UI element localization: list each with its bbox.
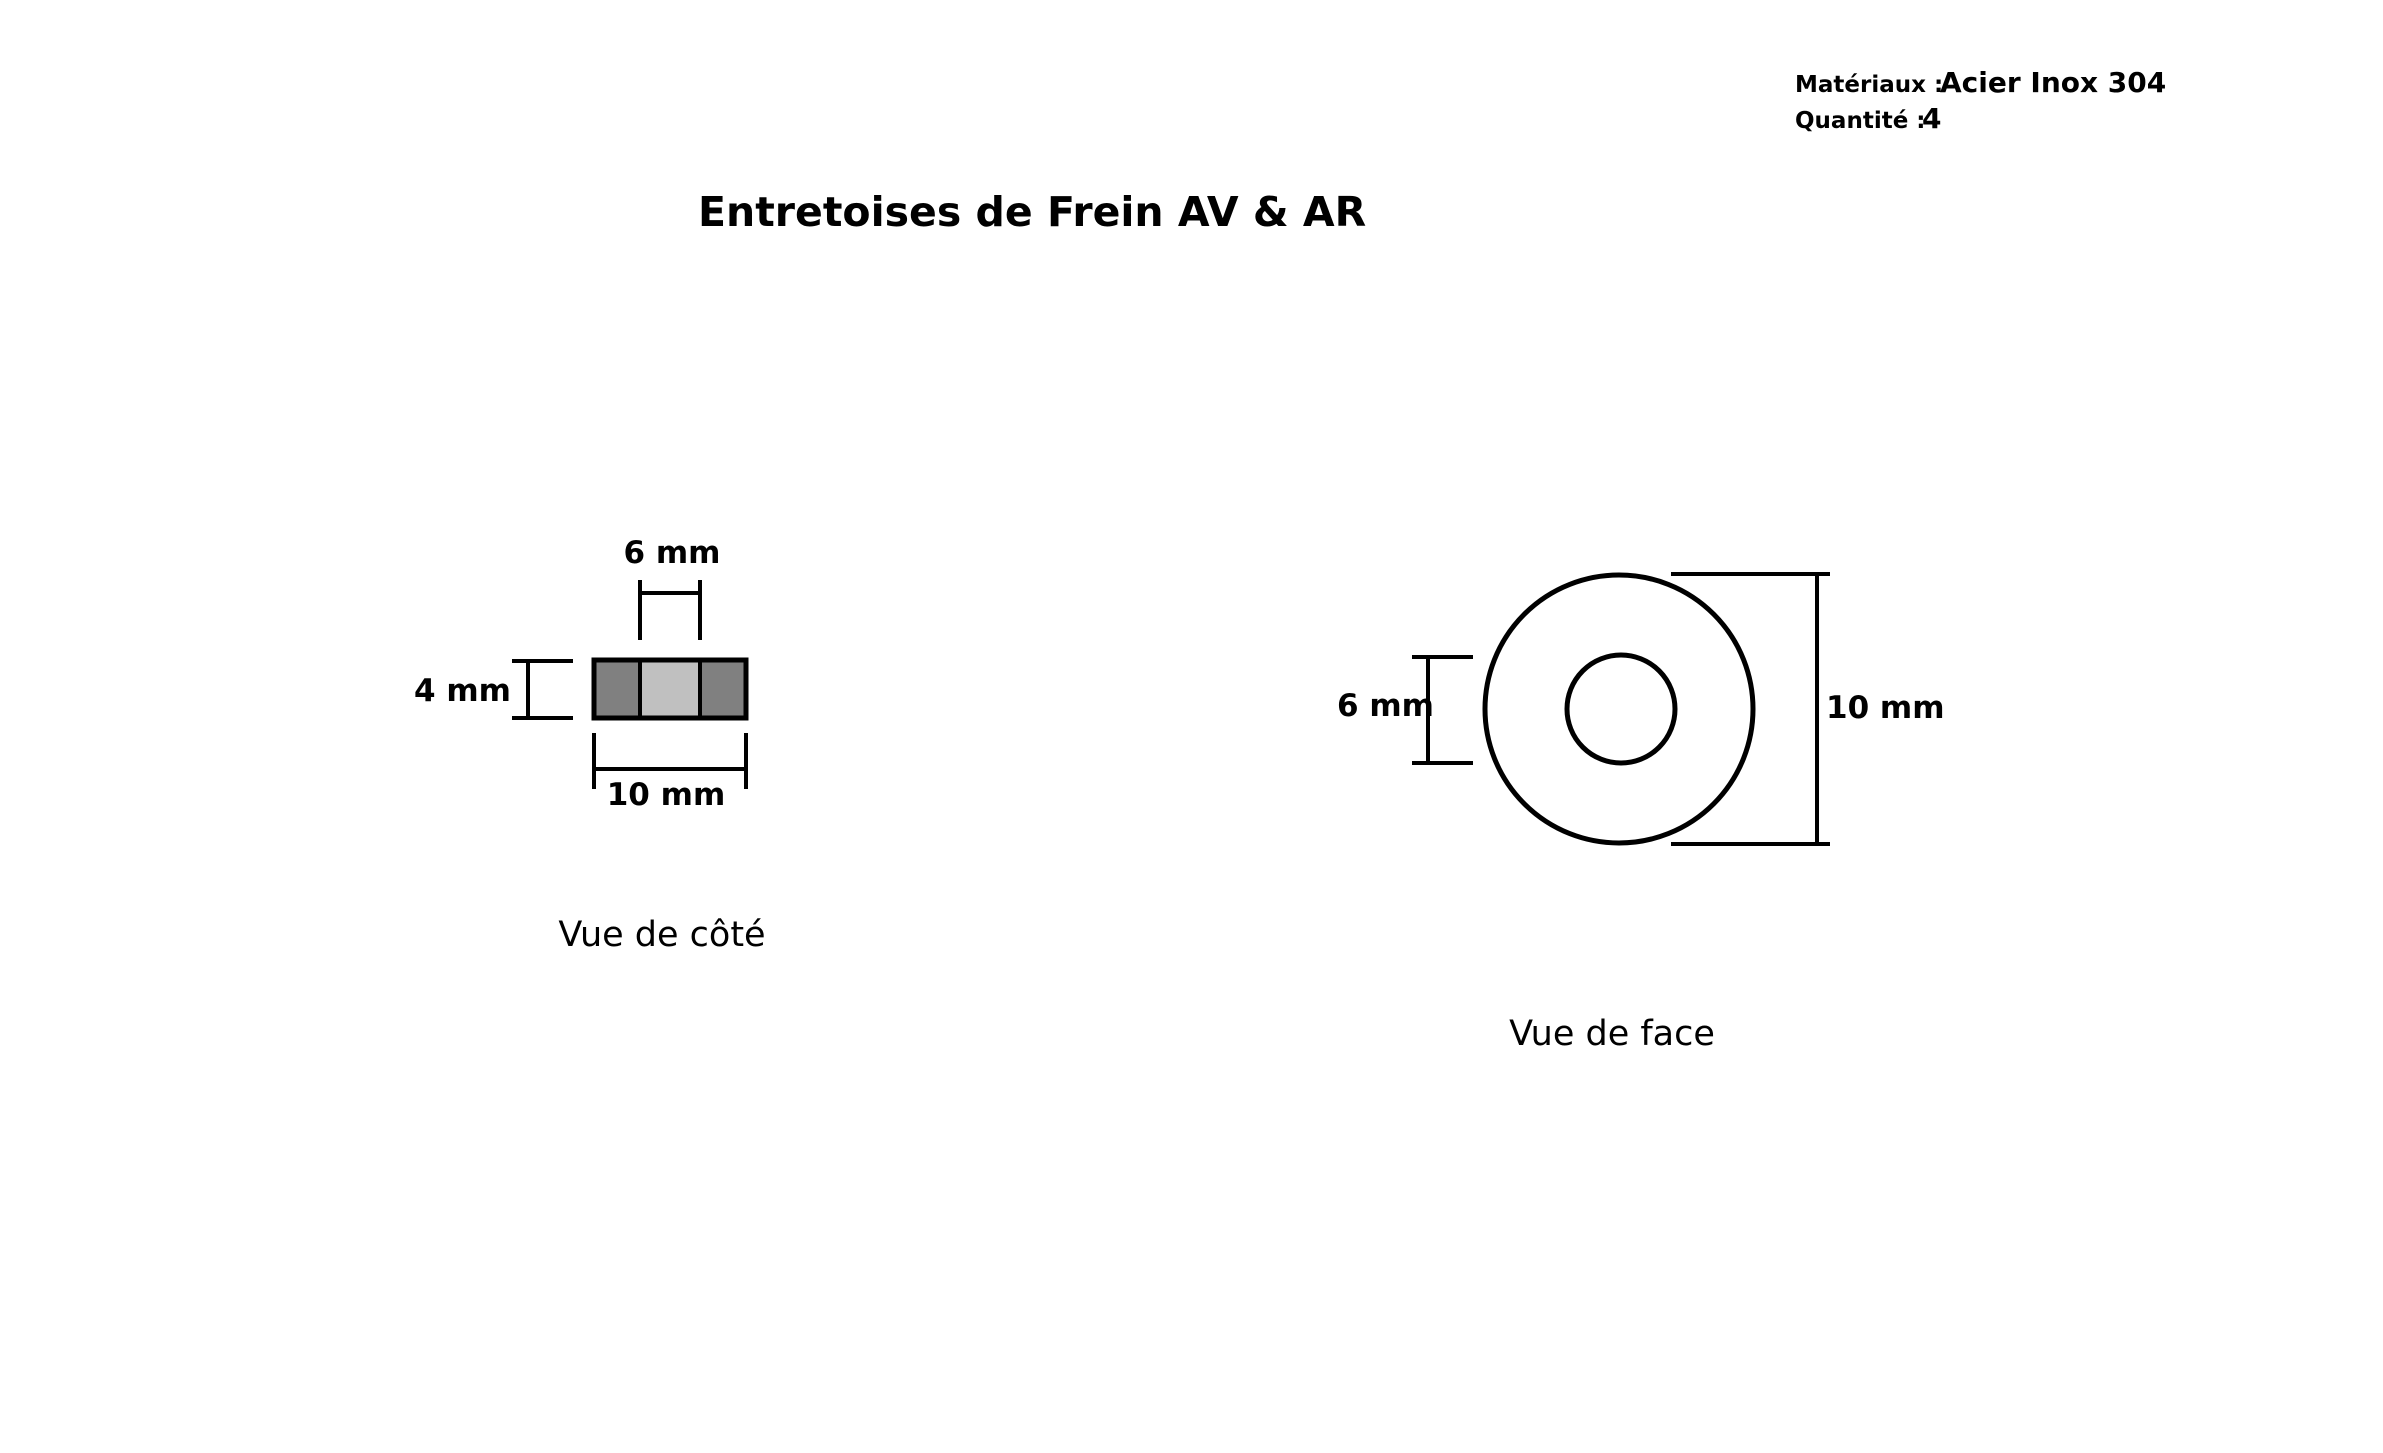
front-view-outer-circle [1482, 572, 1756, 846]
front-view: 6 mm 10 mm Vue de face [1337, 572, 1945, 1054]
side-view: 6 mm 4 mm 10 mm Vue de côté [414, 535, 766, 955]
front-view-caption: Vue de face [1509, 1014, 1715, 1054]
header-info: Matériaux : Acier Inox 304 Quantité : 4 [1795, 66, 2166, 135]
quantity-label: Quantité : [1795, 108, 1926, 134]
quantity-value: 4 [1922, 102, 1941, 135]
side-dim-left [512, 659, 573, 720]
side-view-outer-right [700, 660, 746, 718]
side-view-outer-left [594, 660, 640, 718]
side-dim-left-label: 4 mm [414, 673, 511, 709]
drawing-title: Entretoises de Frein AV & AR [698, 188, 1366, 236]
materials-label: Matériaux : [1795, 72, 1943, 98]
side-view-caption: Vue de côté [558, 915, 765, 955]
front-dim-right-label: 10 mm [1826, 690, 1945, 726]
side-view-bore [640, 660, 700, 718]
front-view-bore-circle [1564, 652, 1678, 766]
front-dim-right [1671, 572, 1830, 846]
side-dim-top-label: 6 mm [624, 535, 721, 571]
side-dim-bottom-label: 10 mm [607, 777, 726, 813]
side-dim-top [638, 580, 702, 640]
front-dim-left-label: 6 mm [1337, 688, 1434, 724]
side-view-outline [591, 657, 749, 721]
side-dim-bottom [592, 733, 748, 789]
front-dim-left [1412, 655, 1473, 765]
materials-value: Acier Inox 304 [1940, 66, 2166, 99]
